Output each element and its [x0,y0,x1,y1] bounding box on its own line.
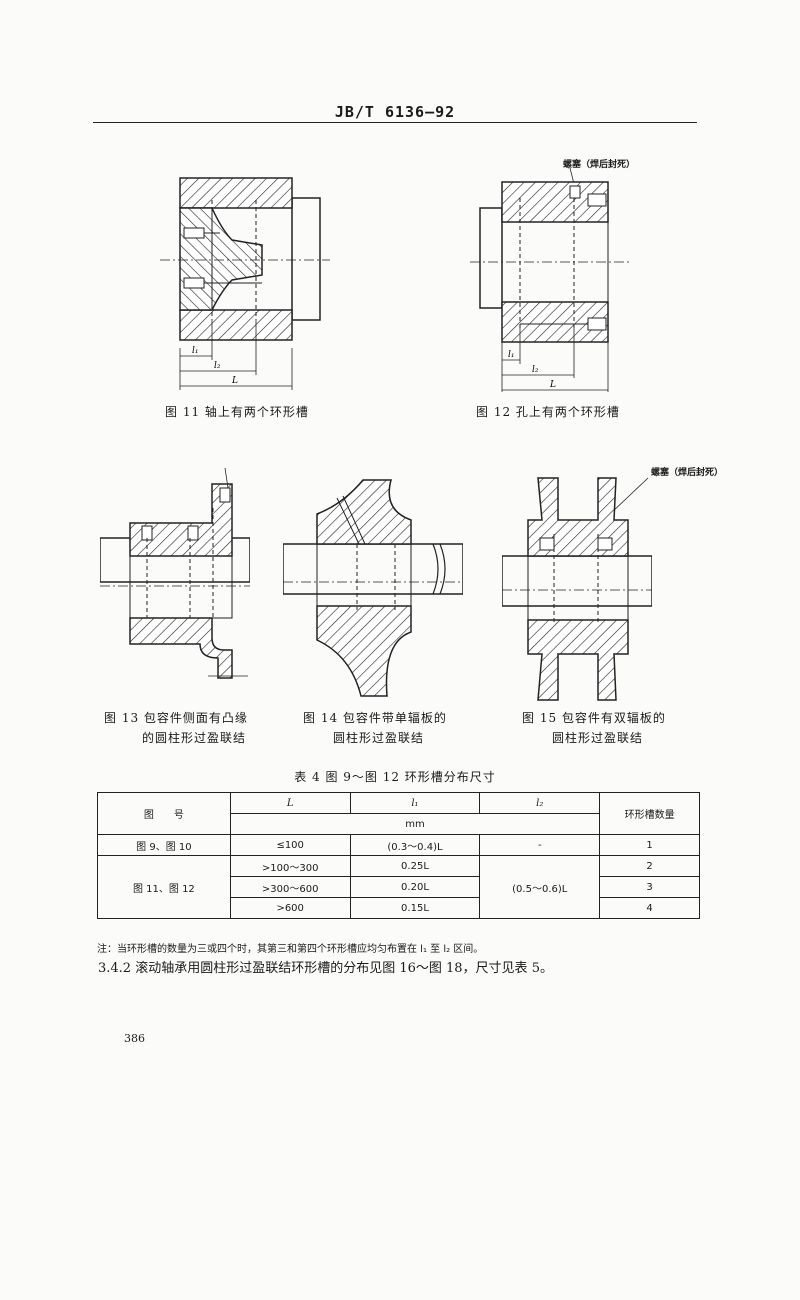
cell-fig: 图 9、图 10 [97,834,231,856]
header-rule [93,122,697,123]
clause-3-4-2: 3.4.2 滚动轴承用圆柱形过盈联结环形槽的分布见图 16～图 18，尺寸见表 … [98,961,553,976]
table-note: 注：当环形槽的数量为三或四个时，其第三和第四个环形槽应均匀布置在 l₁ 至 l₂… [97,944,484,955]
dim-l2: l₂ [532,365,539,375]
page-number: 386 [124,1032,145,1045]
groove-distribution-table: 图 号 L l₁ l₂ 环形槽数量 mm 图 9、图 10 ≤100 (0.3～… [97,792,700,919]
cell-count: 3 [599,876,700,898]
cell-count: 2 [599,855,700,877]
cell-l2: - [479,834,601,856]
figure-15-caption-line1: 图 15 包容件有双辐板的 [522,711,666,725]
header-l2: l₂ [479,792,601,814]
figure-13 [100,468,250,698]
figure-15-caption: 图 15 包容件有双辐板的 圆柱形过盈联结 [522,708,666,748]
figure-13-caption-line2: 的圆柱形过盈联结 [142,731,247,745]
cell-L: >600 [229,897,351,919]
figure-15 [502,474,652,704]
dim-l1: l₁ [508,350,515,360]
figure-13-caption-line1: 图 13 包容件侧面有凸缘 [104,711,248,725]
dim-l2: l₂ [214,361,221,371]
cell-l1: 0.20L [349,876,481,898]
header-unit: mm [229,813,601,835]
cell-L: >100～300 [229,855,351,877]
dim-l1: l₁ [192,346,199,356]
figure-12: l₁ l₂ L [470,168,630,398]
figure-15-caption-line2: 圆柱形过盈联结 [552,731,644,745]
header-fig-no: 图 号 [97,792,231,835]
standard-code: JB/T 6136—92 [334,103,456,121]
dim-L: L [231,376,238,386]
figure-15-callout: 螺塞（焊后封死） [651,468,724,478]
cell-l1: 0.25L [349,855,481,877]
table-row: 图 9、图 10 ≤100 (0.3～0.4)L - 1 [97,834,700,856]
figure-12-caption: 图 12 孔上有两个环形槽 [476,405,620,419]
figure-14-caption: 图 14 包容件带单辐板的 圆柱形过盈联结 [303,708,447,748]
figure-14 [283,470,463,700]
table-title: 表 4 图 9～图 12 环形槽分布尺寸 [294,770,496,784]
cell-fig: 图 11、图 12 [97,855,231,919]
dim-L: L [549,380,556,390]
cell-l2: (0.5～0.6)L [479,855,601,919]
figure-12-callout: 螺塞（焊后封死） [563,160,636,170]
header-L: L [229,792,351,814]
table-row: >600 0.15L 4 [98,897,700,919]
figure-14-caption-line1: 图 14 包容件带单辐板的 [303,711,447,725]
figure-14-caption-line2: 圆柱形过盈联结 [333,731,425,745]
cell-l1: (0.3～0.4)L [349,834,481,856]
figure-11-caption: 图 11 轴上有两个环形槽 [165,405,309,419]
figure-13-caption: 图 13 包容件侧面有凸缘 的圆柱形过盈联结 [104,708,248,748]
table-row: >300～600 0.20L 3 [98,876,700,898]
cell-L: ≤100 [229,834,351,856]
table-row: 图 11、图 12 >100～300 0.25L (0.5～0.6)L 2 [97,855,700,919]
table-header-row: 图 号 L l₁ l₂ 环形槽数量 [97,792,700,835]
cell-L: >300～600 [229,876,351,898]
figure-11: l₁ l₂ L [150,170,340,400]
cell-count: 4 [599,897,700,919]
header-count: 环形槽数量 [599,792,700,835]
cell-l1: 0.15L [349,897,481,919]
cell-count: 1 [599,834,700,856]
header-l1: l₁ [349,792,481,814]
